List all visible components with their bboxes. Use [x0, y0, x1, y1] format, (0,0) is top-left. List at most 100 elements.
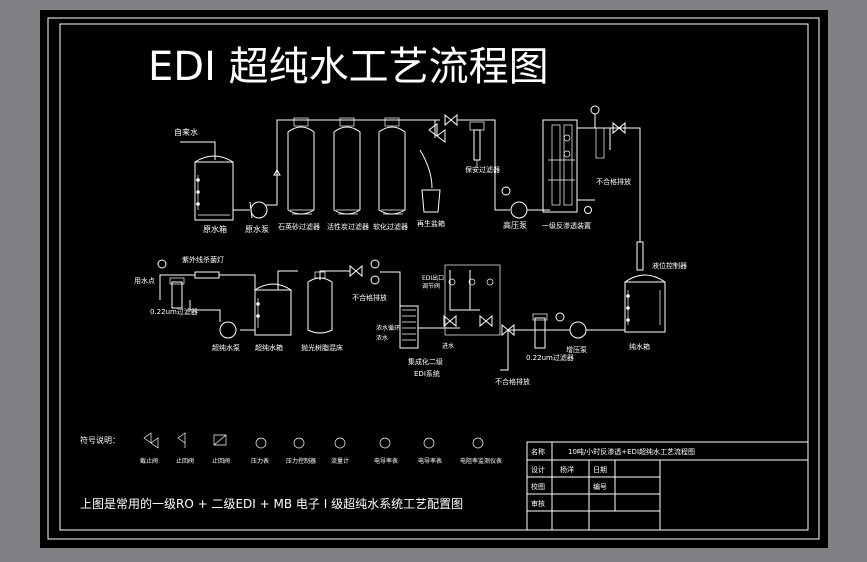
legend-symbol-conductivity-1 — [379, 437, 391, 449]
polish-label: 抛光树脂混床 — [301, 343, 343, 352]
edi-label-1: 集成化二级 — [408, 357, 443, 366]
tb-name-value: 10吨/小时反渗透+EDI超纯水工艺流程图 — [568, 447, 695, 456]
booster-pump-label: 增压泵 — [566, 345, 587, 354]
security-filter — [469, 121, 485, 168]
pressure-gauge-1 — [501, 186, 511, 196]
filter-022-right-label: 0.22um过滤器 — [526, 353, 574, 362]
drain-bottom-label: 不合格排放 — [495, 377, 530, 386]
legend-symbol-check-valve-1 — [177, 432, 186, 448]
reject-valve-label: 调节阀 — [422, 282, 440, 290]
diagram-caption: 上图是常用的一级RO + 二级EDI + MB 电子 I 级超纯水系统工艺配置图 — [80, 496, 463, 511]
diagram-title: EDI 超纯水工艺流程图 — [148, 44, 549, 90]
check-valve-mark — [273, 169, 281, 176]
legend-heading: 符号说明： — [80, 435, 120, 445]
quartz-sand-filter — [287, 117, 315, 215]
tb-design-value: 杨洋 — [560, 465, 574, 474]
pressure-gauge-3 — [555, 312, 565, 322]
pressure-gauge-2 — [590, 105, 600, 115]
pipe-to-pure-tank — [594, 114, 641, 242]
brine-pipe — [419, 149, 433, 189]
edi-system — [399, 264, 501, 349]
legend-label-8: 电导率表 — [418, 457, 442, 465]
drawing-canvas: EDI 超纯水工艺流程图 自来水 原水箱 原水泵 — [40, 10, 828, 548]
inline-valve-4[interactable] — [501, 323, 515, 337]
booster-pump — [569, 321, 600, 339]
level-controller-label: 液位控制器 — [652, 261, 687, 270]
uv-lamp-label: 紫外线杀菌灯 — [182, 255, 224, 264]
legend-label-9: 电阻率监测仪表 — [460, 457, 502, 465]
drain-left-label: 不合格排放 — [352, 293, 387, 302]
pipe-to-filters — [267, 119, 440, 206]
pure-water-tank — [624, 274, 666, 333]
pure-tank2-label: 超纯水箱 — [255, 343, 283, 352]
inline-valve-5[interactable] — [349, 264, 363, 278]
tb-name-label: 名称 — [531, 447, 545, 456]
user-point-label: 用水点 — [134, 276, 155, 285]
ro-membrane-unit — [542, 119, 578, 213]
filter-022-left-label: 0.22um过滤器 — [150, 307, 198, 316]
ro-unit-label: 一级反渗透装置 — [542, 221, 591, 230]
polishing-mixed-bed — [307, 271, 333, 334]
tb-design-label: 设计 — [531, 465, 545, 474]
legend-label-6: 流量计 — [331, 457, 349, 465]
softener-label: 软化过滤器 — [373, 222, 408, 231]
ultrapure-water-tank — [254, 283, 292, 336]
conc-loop-label: 浓水循环 — [376, 324, 400, 332]
resistivity-meter-2 — [157, 259, 167, 269]
raw-tank-label: 原水箱 — [203, 224, 227, 234]
security-filter-label: 保安过滤器 — [465, 165, 500, 174]
legend-symbol-check-valve-2 — [213, 434, 227, 446]
sand-filter-label: 石英砂过滤器 — [278, 222, 320, 231]
legend-symbols — [143, 432, 484, 449]
flow-meter-2 — [370, 275, 380, 285]
legend-symbol-globe-valve — [143, 432, 159, 449]
filter-022-left — [169, 277, 185, 309]
conc-label: 浓水 — [376, 334, 388, 342]
legend-label-7: 电导率表 — [374, 457, 398, 465]
pipe-to-hp — [484, 119, 510, 211]
tb-date-label: 日期 — [593, 466, 607, 474]
legend-symbol-resistivity — [472, 437, 484, 449]
supply-pump-label: 超纯水泵 — [212, 343, 240, 352]
tb-check-label: 校图 — [531, 482, 545, 491]
inline-valve-2[interactable] — [444, 113, 458, 127]
flow-meter — [584, 206, 592, 214]
high-pressure-pump — [510, 201, 550, 219]
raw-pump-label: 原水泵 — [245, 224, 269, 234]
legend-label-3: 止回阀 — [212, 457, 230, 465]
ro-outlet-pipe — [595, 127, 605, 159]
outer-border — [47, 17, 820, 540]
legend-label-4: 压力表 — [251, 457, 269, 465]
raw-water-pump — [249, 201, 275, 219]
tb-audit-label: 审核 — [531, 499, 545, 508]
legend-label-2: 止回阀 — [176, 457, 194, 465]
edi-product-label: EDI出口 — [422, 274, 444, 282]
inline-valve-1[interactable] — [428, 123, 446, 143]
source-label: 自来水 — [174, 127, 198, 137]
pure-tank-label: 纯水箱 — [629, 342, 650, 351]
level-controller — [636, 241, 644, 271]
resistivity-meter-1 — [370, 259, 380, 269]
feed-label: 进水 — [442, 342, 454, 350]
legend-symbol-conductivity-2 — [423, 437, 435, 449]
carbon-filter-label: 活性炭过滤器 — [327, 222, 369, 231]
legend-symbol-flow-meter — [334, 437, 346, 449]
regeneration-salt-tank — [421, 189, 441, 213]
source-pipe — [180, 141, 216, 160]
uv-lamp — [194, 271, 220, 279]
inner-border — [59, 23, 809, 531]
drain-label-row1: 不合格排放 — [596, 177, 631, 186]
raw-water-tank — [194, 155, 234, 221]
softener-filter — [378, 117, 406, 215]
activated-carbon-filter — [333, 117, 361, 215]
legend-symbol-pressure-gauge — [255, 437, 267, 449]
filter-022-right — [532, 313, 548, 349]
title-block — [526, 441, 809, 531]
legend-label-5: 压力控制器 — [286, 457, 316, 465]
legend-label-1: 截止阀 — [140, 457, 158, 465]
inline-valve-3[interactable] — [612, 121, 626, 135]
tb-number-label: 编号 — [593, 482, 607, 491]
ultrapure-pump — [189, 300, 237, 339]
legend-symbol-pressure-switch — [293, 437, 305, 449]
